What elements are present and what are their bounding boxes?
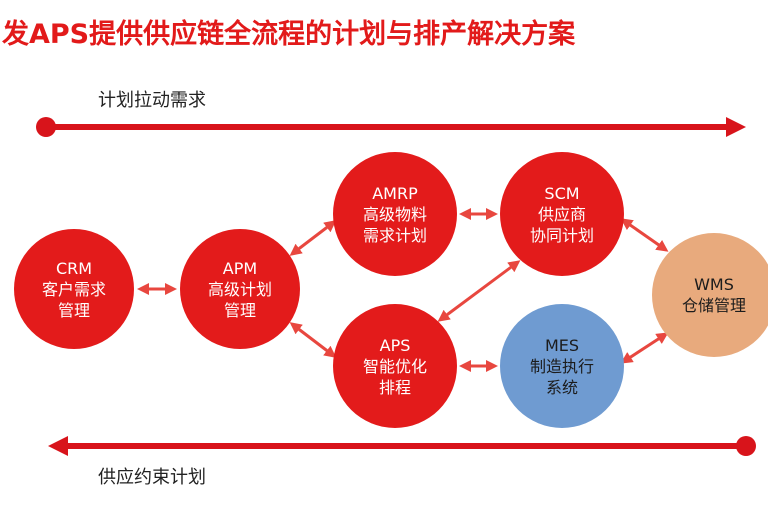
node-apm-name: APM [222,258,258,278]
page-title: 发APS提供供应链全流程的计划与排产解决方案 [2,19,576,50]
connector-apm-amrp [289,220,337,256]
flow-top-arrowhead [726,117,746,137]
node-wms-name: WMS [694,275,734,294]
node-mes-name: MES [544,335,580,355]
connector-scm-wms [620,218,669,252]
plan-pull-demand-label: 计划拉动需求 [98,90,206,111]
node-apm-line1: 高级计划 [207,279,272,299]
node-amrp-line1: 高级物料 [362,204,427,224]
node-amrp: AMRP 高级物料 需求计划 [333,152,457,276]
node-apm: APM 高级计划 管理 [180,229,300,349]
node-scm-line2: 协同计划 [529,225,594,245]
node-scm-name: SCM [544,183,580,203]
node-mes-line2: 系统 [545,377,578,397]
node-aps-line1: 智能优化 [362,356,427,376]
node-amrp-line2: 需求计划 [362,225,427,245]
node-amrp-name: AMRP [372,183,418,203]
node-wms: WMS 仓储管理 [652,233,768,357]
node-aps: APS 智能优化 排程 [333,304,457,428]
node-scm: SCM 供应商 协同计划 [500,152,624,276]
node-crm: CRM 客户需求 管理 [14,229,134,349]
node-scm-line1: 供应商 [537,204,586,224]
supply-constraint-plan-label: 供应约束计划 [98,467,206,488]
plan-pull-demand-arrow [36,117,746,137]
connector-mes-wms [620,332,669,364]
node-aps-line2: 排程 [378,377,411,397]
node-mes: MES 制造执行 系统 [500,304,624,428]
node-crm-line1: 客户需求 [41,279,106,299]
node-crm-name: CRM [55,258,93,278]
node-crm-line2: 管理 [57,300,90,320]
connector-apm-aps [289,322,337,358]
node-wms-line1: 仓储管理 [681,296,746,315]
node-aps-name: APS [379,335,411,355]
flow-bottom-arrowhead [48,436,68,456]
node-mes-line1: 制造执行 [529,356,594,376]
node-apm-line2: 管理 [223,300,256,320]
supply-constraint-arrow [48,436,756,456]
connector-aps-scm [437,260,521,322]
